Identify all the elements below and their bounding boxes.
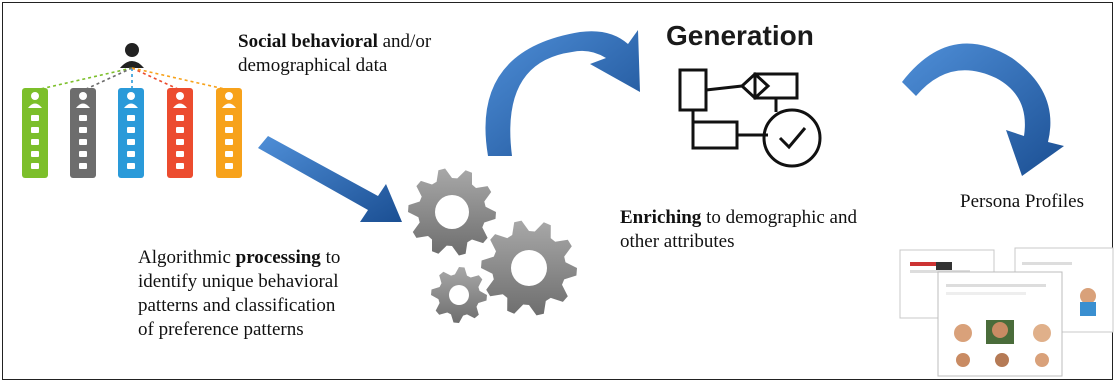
profile-card: [70, 88, 96, 178]
enriching-rest: to demographic and: [701, 207, 857, 228]
processing-line1-normal: Algorithmic: [138, 247, 236, 268]
arrow-to-personas: [902, 43, 1064, 177]
gear-medium: [481, 220, 577, 316]
processing-caption: Algorithmic processing to identify uniqu…: [138, 246, 340, 342]
data-source-line2: demographical data: [238, 55, 388, 76]
processing-line1-end: to: [320, 247, 341, 268]
arrow-to-generation: [485, 30, 640, 156]
gear-small: [431, 267, 487, 323]
data-source-rest: and/or: [377, 31, 432, 52]
data-source-caption: Social behavioral and/or demographical d…: [238, 30, 431, 78]
persona-profile-documents-icon: [899, 247, 1114, 377]
gear-large: [408, 168, 496, 256]
profile-card: [216, 88, 242, 178]
processing-line2: identify unique behavioral: [138, 271, 339, 292]
arrow-to-processing: [258, 136, 402, 222]
profile-cards-icon: [22, 88, 242, 178]
processing-line3: patterns and classification: [138, 295, 336, 316]
diagram-frame: [2, 2, 1113, 380]
flowchart-icon: [678, 68, 822, 168]
personas-title: Persona Profiles: [960, 191, 1085, 212]
enriching-caption: Enriching to demographic and other attri…: [620, 206, 857, 254]
gears-icon: [408, 168, 577, 323]
generation-title: Generation: [666, 20, 814, 51]
person-network-icon: [35, 43, 230, 91]
profile-card: [167, 88, 193, 178]
data-source-bold: Social behavioral: [238, 31, 378, 52]
enriching-line2: other attributes: [620, 231, 735, 252]
profile-card: [22, 88, 48, 178]
processing-line1-bold: processing: [235, 247, 321, 268]
enriching-bold: Enriching: [620, 207, 702, 228]
profile-card: [118, 88, 144, 178]
processing-line4: of preference patterns: [138, 319, 304, 340]
